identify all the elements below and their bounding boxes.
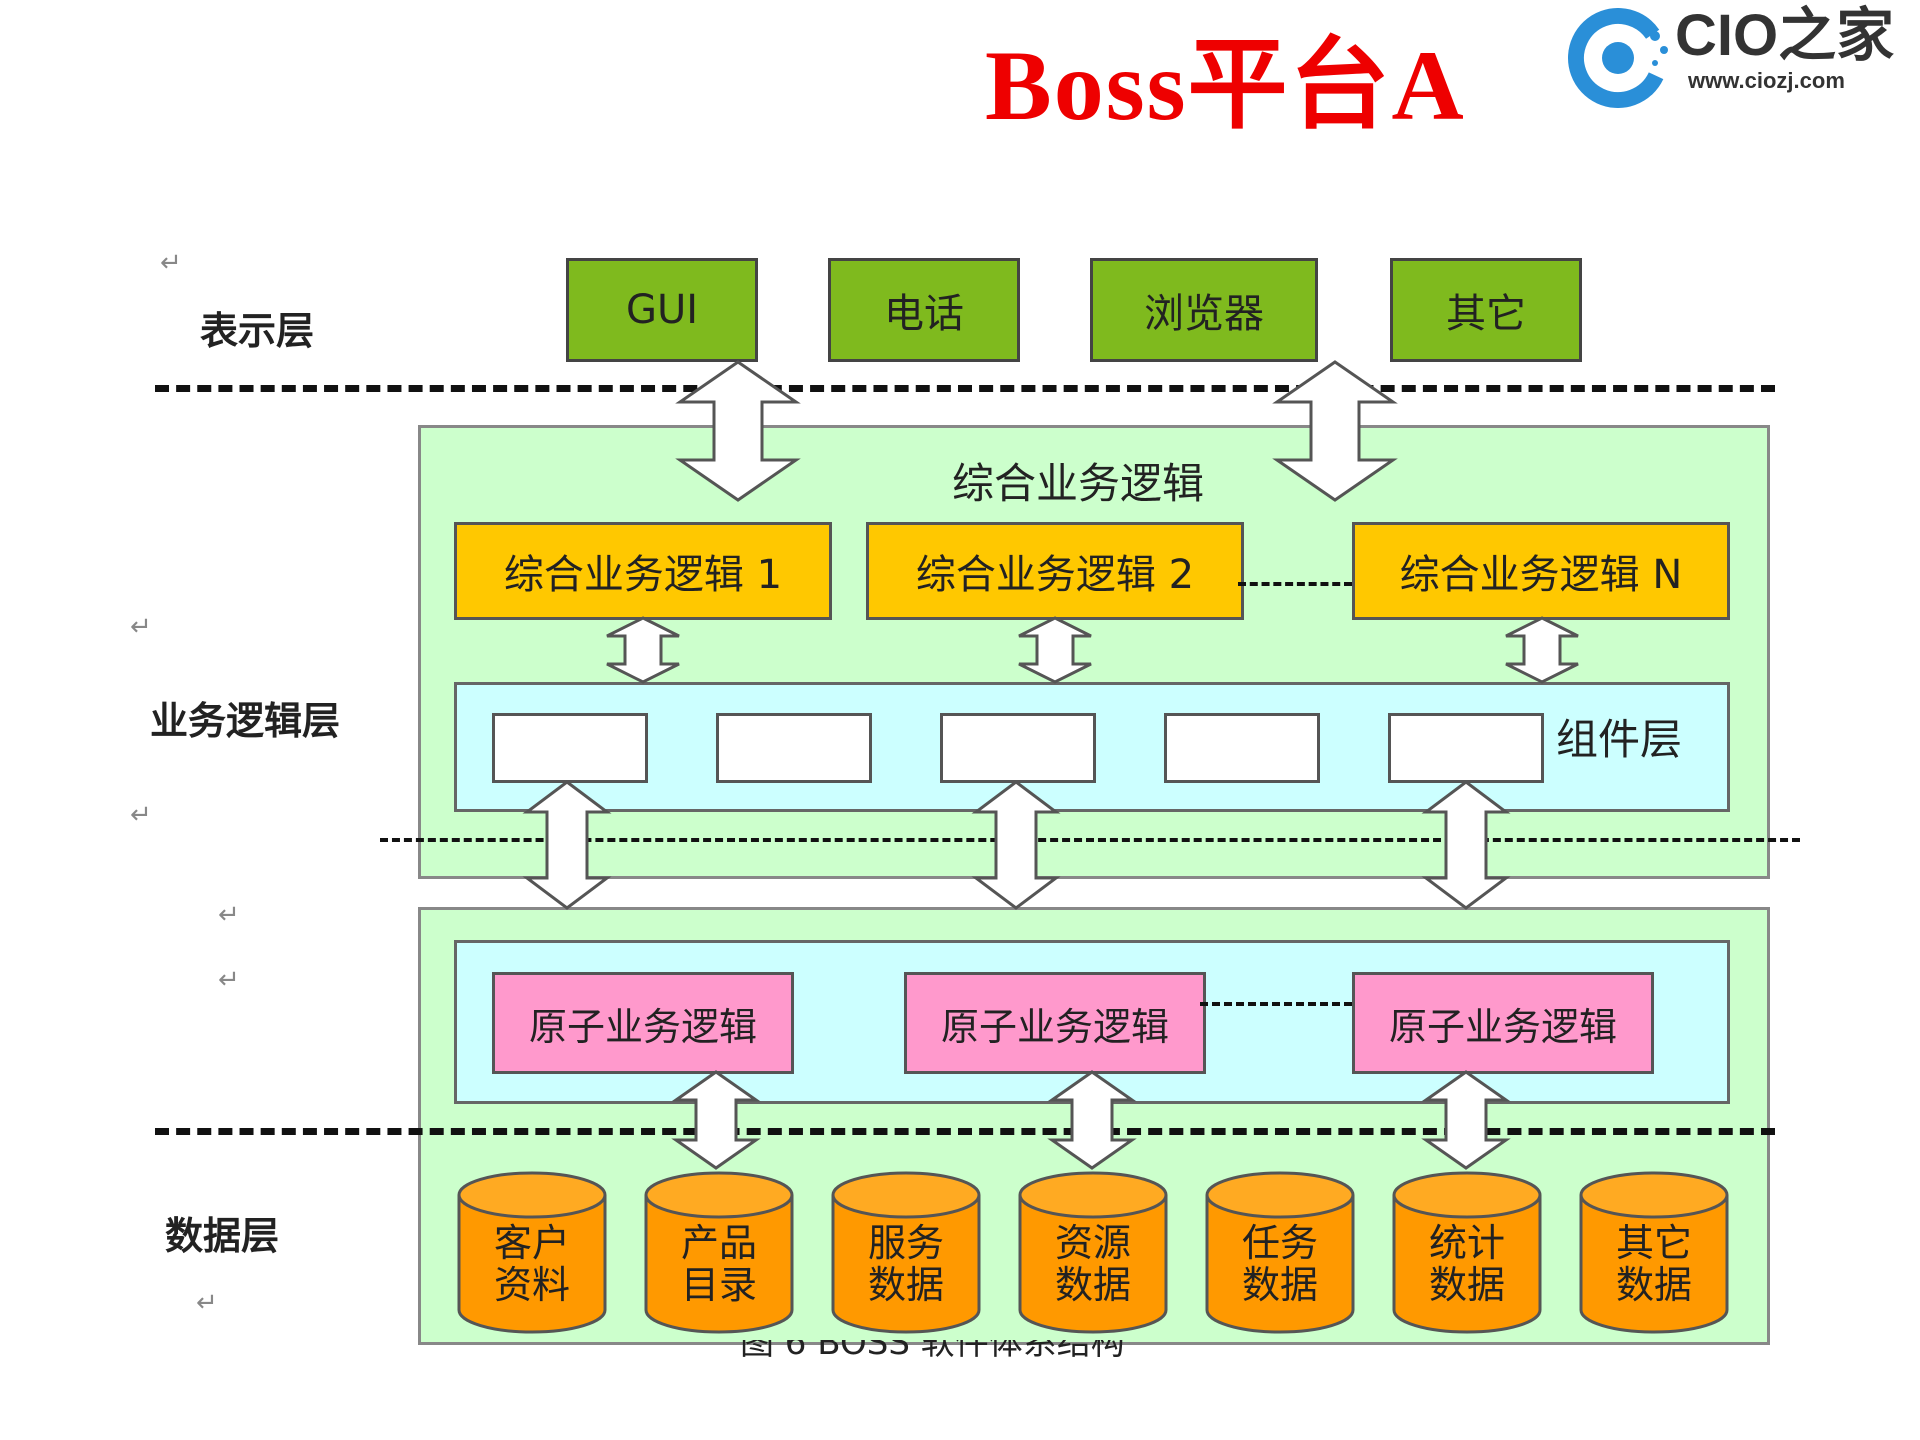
component-box [716, 713, 872, 783]
figure-caption: 图 6 BOSS 软件体系结构 [740, 1340, 1125, 1364]
cylinder-icon [457, 1171, 607, 1334]
module-box-2: 综合业务逻辑 2 [866, 522, 1244, 620]
paragraph-mark-icon: ↵ [160, 248, 182, 278]
cylinder-icon [1018, 1171, 1168, 1334]
data-store-service: 服务数据 [830, 1170, 982, 1335]
atomic-logic-box-3: 原子业务逻辑 [1352, 972, 1654, 1074]
paragraph-mark-icon: ↵ [196, 1288, 218, 1318]
data-store-line: 客户 [493, 1221, 570, 1265]
logo-icon [1568, 8, 1668, 108]
component-box [492, 713, 648, 783]
double-arrow-icon [1018, 616, 1092, 684]
data-store-line: 资源 [1054, 1221, 1131, 1265]
data-store-line: 数据 [1428, 1263, 1505, 1307]
double-arrow-icon [606, 616, 680, 684]
double-arrow-icon [1505, 616, 1579, 684]
cylinder-icon [1579, 1171, 1729, 1334]
logo-url: www.ciozj.com [1688, 68, 1845, 93]
presentation-box-browser: 浏览器 [1090, 258, 1318, 362]
double-arrow-icon [971, 780, 1061, 910]
presentation-box-gui: GUI [566, 258, 758, 362]
double-arrow-icon [675, 360, 801, 502]
data-store-customer: 客户资料 [456, 1170, 608, 1335]
paragraph-mark-icon: ↵ [130, 800, 152, 830]
logo [1560, 8, 1920, 108]
data-store-line: 任务 [1241, 1221, 1318, 1265]
data-store-line: 数据 [1615, 1263, 1692, 1307]
cylinder-icon [644, 1171, 794, 1334]
data-store-resource: 资源数据 [1017, 1170, 1169, 1335]
logo-name: CIO之家 [1675, 3, 1895, 68]
data-store-product: 产品目录 [643, 1170, 795, 1335]
component-box [940, 713, 1096, 783]
data-store-line: 服务 [867, 1221, 944, 1265]
data-store-task: 任务数据 [1204, 1170, 1356, 1335]
double-arrow-icon [1421, 780, 1511, 910]
component-box [1388, 713, 1544, 783]
data-store-other: 其它数据 [1578, 1170, 1730, 1335]
data-store-statistics: 统计数据 [1391, 1170, 1543, 1335]
layer-separator-bottom [155, 1128, 1775, 1135]
cylinder-icon [1205, 1171, 1355, 1334]
component-layer-label: 组件层 [1556, 715, 1683, 764]
paragraph-mark-icon: ↵ [218, 965, 240, 995]
figure-caption-text: 图 6 BOSS 软件体系结构 [740, 1340, 1125, 1363]
data-store-line: 数据 [1054, 1263, 1131, 1307]
layer-label-business: 业务逻辑层 [150, 699, 341, 743]
data-store-line: 统计 [1428, 1221, 1505, 1265]
layer-separator-top [155, 385, 1775, 392]
atomic-connector [1200, 1002, 1352, 1006]
double-arrow-icon [1047, 1070, 1137, 1170]
paragraph-mark-icon: ↵ [218, 900, 240, 930]
data-store-line: 资料 [493, 1263, 570, 1307]
data-store-line: 数据 [1241, 1263, 1318, 1307]
double-arrow-icon [522, 780, 612, 910]
presentation-box-phone: 电话 [828, 258, 1020, 362]
double-arrow-icon [1272, 360, 1398, 502]
component-box [1164, 713, 1320, 783]
page-title: Boss平台A [985, 30, 1466, 141]
module-box-n: 综合业务逻辑 N [1352, 522, 1730, 620]
data-store-line: 产品 [680, 1221, 757, 1265]
double-arrow-icon [671, 1070, 761, 1170]
module-connector [1238, 582, 1352, 586]
double-arrow-icon [1421, 1070, 1511, 1170]
atomic-logic-box-2: 原子业务逻辑 [904, 972, 1206, 1074]
business-logic-title: 综合业务逻辑 [952, 459, 1205, 508]
data-store-line: 目录 [680, 1263, 757, 1307]
layer-label-data: 数据层 [165, 1214, 280, 1258]
data-store-line: 数据 [867, 1263, 944, 1307]
cylinder-icon [831, 1171, 981, 1334]
paragraph-mark-icon: ↵ [130, 612, 152, 642]
presentation-box-other: 其它 [1390, 258, 1582, 362]
layer-separator-middle [380, 838, 1800, 842]
data-store-line: 其它 [1615, 1221, 1692, 1265]
module-box-1: 综合业务逻辑 1 [454, 522, 832, 620]
layer-label-presentation: 表示层 [200, 309, 315, 353]
atomic-logic-box-1: 原子业务逻辑 [492, 972, 794, 1074]
cylinder-icon [1392, 1171, 1542, 1334]
